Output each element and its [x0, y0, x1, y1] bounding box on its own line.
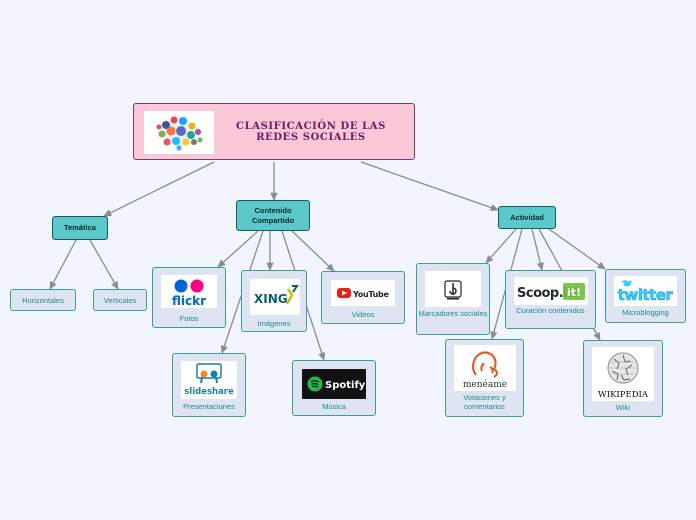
leaf-curacion-label: Curación contenidos: [516, 306, 585, 315]
leaf-presentaciones-label: Presentaciones: [183, 402, 235, 411]
link-root-actividad: [360, 161, 499, 212]
flickr-logo-text: flickr: [172, 294, 206, 308]
leaf-marcadores-label: Marcadores sociales: [418, 309, 488, 318]
leaf-votaciones[interactable]: menéame Votaciones y comentarios: [445, 339, 524, 417]
link-actividad-microblogging: [548, 228, 606, 270]
link-tematica-verticales: [89, 239, 119, 290]
wikipedia-logo-text: WIKIPEDIA: [598, 390, 649, 400]
link-actividad-marcadores: [485, 228, 517, 264]
twitter-logo-text: twitter: [618, 286, 674, 304]
link-contenido-fotos: [217, 230, 259, 268]
spotify-logo-text: Spotify: [325, 380, 366, 391]
slideshare-logo-text: slideshare: [184, 387, 234, 397]
xing-logo-icon: XING: [250, 279, 300, 315]
leaf-curacion-contenidos[interactable]: Scoop.it! it! Curación contenidos: [505, 270, 596, 329]
svg-text:it!: it!: [567, 286, 581, 299]
meneame-logo-text: menéame: [463, 379, 507, 390]
meneame-logo-icon: menéame: [454, 345, 516, 391]
category-actividad[interactable]: Actividad: [498, 206, 556, 229]
leaf-wiki[interactable]: WIKIPEDIA Wiki: [583, 340, 663, 417]
youtube-logo-text: YouTube: [352, 290, 389, 299]
leaf-marcadores-sociales[interactable]: Marcadores sociales: [416, 263, 490, 335]
leaf-votaciones-label: Votaciones y comentarios: [463, 393, 506, 411]
link-root-tematica: [103, 161, 215, 217]
youtube-logo-icon: YouTube: [331, 280, 395, 306]
link-contenido-videos: [291, 230, 335, 272]
leaf-imagenes[interactable]: XING Imágenes: [241, 270, 307, 332]
category-contenido-compartido[interactable]: Contenido Compartido: [236, 200, 310, 231]
page-title: CLASIFICACIÓN DE LAS REDES SOCIALES: [236, 121, 386, 143]
link-tematica-horizontales: [49, 239, 77, 290]
leaf-presentaciones[interactable]: slideshare Presentaciones: [172, 353, 246, 417]
leaf-imagenes-label: Imágenes: [257, 319, 291, 328]
leaf-microblogging-label: Microblogging: [622, 308, 669, 317]
flickr-logo-icon: flickr: [161, 275, 217, 308]
leaf-musica-label: Música: [322, 402, 346, 411]
slideshare-logo-icon: slideshare: [181, 361, 237, 399]
scoopit-logo-icon: Scoop.it! it!: [514, 277, 588, 305]
leaf-fotos[interactable]: flickr Fotos: [152, 267, 226, 328]
social-network-cloud-icon: [144, 111, 214, 154]
delicious-logo-icon: [425, 271, 481, 307]
leaf-microblogging[interactable]: twitter Microblogging: [605, 269, 686, 323]
leaf-fotos-label: Fotos: [179, 314, 199, 323]
wikipedia-logo-icon: WIKIPEDIA: [592, 347, 654, 401]
leaf-horizontales[interactable]: Horizontales: [10, 289, 76, 311]
root-node[interactable]: CLASIFICACIÓN DE LAS REDES SOCIALES: [133, 103, 415, 160]
leaf-wiki-label: Wiki: [615, 403, 631, 412]
link-actividad-curacion: [531, 228, 544, 271]
leaf-verticales[interactable]: Verticales: [93, 289, 147, 311]
leaf-musica[interactable]: Spotify Música: [292, 360, 376, 416]
spotify-logo-icon: Spotify: [302, 369, 366, 399]
xing-logo-text: XING: [254, 292, 288, 306]
leaf-videos-label: Videos: [351, 310, 375, 319]
leaf-videos[interactable]: YouTube Videos: [321, 271, 405, 324]
twitter-logo-icon: twitter: [614, 276, 677, 306]
category-tematica[interactable]: Temática: [52, 216, 108, 240]
